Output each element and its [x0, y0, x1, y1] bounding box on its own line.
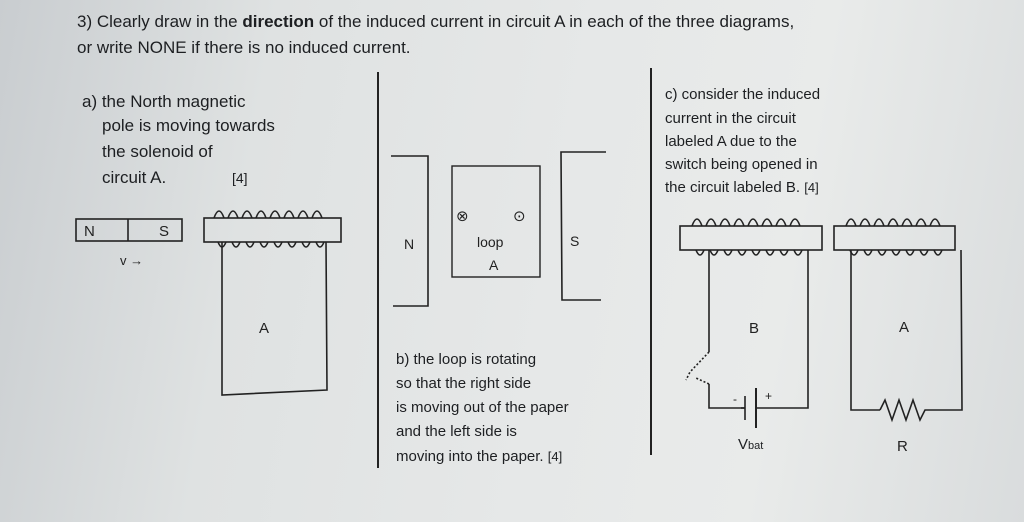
part-b-line-5: moving into the paper. [4]: [396, 446, 562, 468]
part-c-line-4: switch being opened in: [665, 156, 818, 173]
part-a-marks: [4]: [232, 170, 248, 186]
magnet-n-label: N: [84, 223, 95, 240]
question-text: 3) Clearly draw in the: [77, 12, 243, 31]
part-a-circuit-a: [221, 241, 328, 396]
part-c-line-2: current in the circuit: [665, 110, 796, 127]
battery-plus: +: [765, 389, 772, 403]
part-a-line-4: circuit A.: [102, 168, 167, 187]
part-b-line-2: so that the right side: [396, 375, 532, 392]
question-line-1: 3) Clearly draw in the direction of the …: [77, 12, 794, 32]
part-b-line-5-text: moving into the paper.: [396, 448, 544, 465]
part-a-bar-magnet: N S: [75, 218, 183, 242]
part-b-line-1: b) the loop is rotating: [396, 351, 537, 368]
loop-label: loop: [477, 234, 504, 250]
question-text-end: of the induced current in circuit A in e…: [314, 12, 795, 31]
part-c-solenoid-b: [679, 218, 823, 256]
part-b-line-3: is moving out of the paper: [396, 399, 569, 416]
part-c-circuit-b-wire: [708, 250, 809, 409]
part-a-solenoid: [203, 210, 342, 248]
question-line-2: or write NONE if there is no induced cur…: [77, 38, 411, 57]
vbat-subscript: bat: [748, 440, 764, 452]
part-c-line-1: c) consider the induced: [665, 86, 821, 103]
part-b-loop: [451, 165, 541, 278]
part-b-s-label: S: [570, 233, 579, 249]
part-b-north-pole: [391, 155, 429, 307]
velocity-label: v →: [120, 253, 143, 268]
vbat-label: Vbat: [738, 436, 763, 453]
into-page-symbol: ⊗: [456, 207, 469, 225]
battery-minus: -: [733, 392, 737, 406]
part-c-marks: [4]: [804, 180, 819, 195]
part-b-line-4: and the left side is: [396, 423, 517, 440]
part-c-line-3: labeled A due to the: [665, 133, 797, 150]
part-a-line-1: a) the North magnetic: [82, 92, 246, 111]
part-b-n-label: N: [404, 236, 414, 252]
loop-a-label: A: [489, 257, 499, 273]
vbat-v: V: [738, 436, 749, 453]
resistor-label: R: [897, 438, 908, 455]
circuit-b-label: B: [749, 320, 759, 337]
part-c-solenoid-a: [833, 218, 956, 256]
battery: [741, 388, 775, 428]
part-c-line-5-text: the circuit labeled B.: [665, 179, 801, 196]
part-b-marks: [4]: [547, 449, 563, 464]
magnet-s-label: S: [159, 223, 169, 240]
part-a-circuit-label: A: [259, 320, 269, 337]
out-of-page-symbol: ⊙: [513, 207, 526, 225]
circuit-a-label: A: [899, 319, 909, 336]
part-b-south-pole: [560, 151, 606, 301]
switch: [685, 351, 710, 385]
part-c-circuit-a-wire: [850, 249, 963, 411]
resistor: [879, 397, 930, 423]
part-a-line-2: pole is moving towards: [102, 116, 275, 135]
part-c-line-5: the circuit labeled B. [4]: [665, 177, 819, 199]
question-emphasis: direction: [242, 12, 315, 31]
part-a-line-3: the solenoid of: [102, 142, 213, 161]
